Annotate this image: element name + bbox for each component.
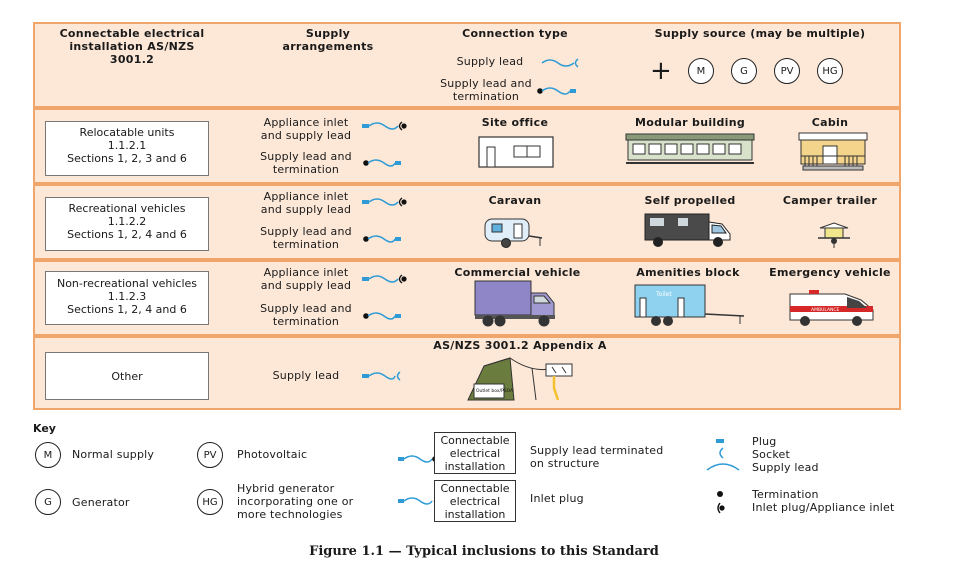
key-installation-box-2: Connectable electrical installation	[434, 480, 516, 522]
ambulance-marking: AMBULANCE	[811, 307, 840, 313]
site-office-icon	[478, 136, 554, 168]
key-termination: Termination	[752, 488, 819, 501]
category-other: Other	[45, 352, 209, 400]
col-header-installation: Connectable electrical installation AS/N…	[48, 27, 216, 66]
arr-recreational-lead: Supply lead and termination	[260, 225, 352, 251]
key-normal-supply: Normal supply	[72, 448, 155, 461]
label-commercial-vehicle: Commercial vehicle	[454, 266, 581, 279]
header-panel	[33, 22, 901, 108]
col-header-connection: Connection type	[462, 27, 568, 40]
arr-nonrecreational-lead: Supply lead and termination	[260, 302, 352, 328]
key-title: Key	[33, 422, 56, 435]
row-relocatable	[33, 108, 901, 184]
key-lead-terminated-symbol	[398, 455, 438, 463]
conn-supply-lead-termination-label: Supply lead and termination	[440, 77, 532, 103]
lead-termination-symbol-row2	[363, 235, 401, 243]
lead-termination-symbol-row1	[363, 159, 401, 167]
source-g: G	[731, 58, 757, 84]
key-pv-symbol: PV	[197, 442, 223, 468]
key-socket: Socket	[752, 448, 791, 461]
inlet-symbol-row3	[362, 274, 407, 284]
lead-termination-symbol-row3	[363, 312, 401, 320]
tent-outlet-icon: Outlet box/PSOA	[467, 357, 573, 401]
arr-recreational-inlet: Appliance inlet and supply lead	[260, 190, 352, 216]
commercial-vehicle-icon	[474, 280, 555, 327]
key-supply-lead-symbol	[706, 463, 740, 471]
source-m: M	[688, 58, 714, 84]
col-header-supply-text: Supply arrangements	[282, 27, 374, 53]
key-photovoltaic: Photovoltaic	[237, 448, 308, 461]
inlet-symbol-row2	[362, 197, 407, 207]
outlet-box-label: Outlet box/PSOA	[476, 388, 514, 394]
label-modular-building: Modular building	[634, 116, 746, 129]
source-hg: HG	[817, 58, 843, 84]
supply-lead-termination-symbol	[537, 87, 576, 95]
key-plug: Plug	[752, 435, 777, 448]
key-plug-symbol	[716, 439, 724, 443]
key-generator: Generator	[72, 496, 130, 509]
category-relocatable: Relocatable units 1.1.2.1 Sections 1, 2,…	[45, 121, 209, 176]
key-m-symbol: M	[35, 442, 61, 468]
key-installation-box-1: Connectable electrical installation	[434, 432, 516, 474]
label-caravan: Caravan	[488, 194, 542, 207]
key-supply-lead-terminated: Supply lead terminated on structure	[530, 444, 664, 470]
inlet-symbol-row1	[362, 121, 407, 131]
col-header-source: Supply source (may be multiple)	[654, 27, 866, 40]
row-nonrecreational	[33, 260, 901, 336]
key-hg-symbol: HG	[197, 489, 223, 515]
key-termination-symbol	[717, 491, 723, 497]
plus-sign: +	[650, 56, 672, 86]
category-recreational: Recreational vehicles 1.1.2.2 Sections 1…	[45, 197, 209, 251]
source-pv: PV	[774, 58, 800, 84]
key-inlet-plug: Inlet plug	[530, 492, 584, 505]
arr-nonrecreational-inlet: Appliance inlet and supply lead	[260, 266, 352, 292]
key-socket-symbol	[719, 447, 724, 459]
modular-building-icon	[625, 133, 755, 164]
row-other	[33, 336, 901, 410]
camper-trailer-icon	[818, 222, 850, 248]
conn-supply-lead-label: Supply lead	[456, 55, 524, 68]
amenities-block-icon: Toilet	[634, 284, 745, 326]
category-nonrecreational: Non-recreational vehicles 1.1.2.3 Sectio…	[45, 271, 209, 325]
supply-lead-symbol-other	[362, 371, 401, 381]
arr-other-lead: Supply lead	[272, 369, 340, 382]
key-inlet-appliance: Inlet plug/Appliance inlet	[752, 501, 895, 514]
label-camper-trailer: Camper trailer	[782, 194, 878, 207]
key-inlet-appliance-symbol	[717, 502, 725, 514]
self-propelled-icon	[644, 213, 731, 247]
key-supply-lead: Supply lead	[752, 461, 819, 474]
supply-lead-symbol	[541, 58, 579, 68]
emergency-vehicle-icon: AMBULANCE	[789, 290, 874, 326]
col-header-supply: Supply arrangements	[270, 27, 386, 53]
label-self-propelled: Self propelled	[644, 194, 736, 207]
label-appendix-a: AS/NZS 3001.2 Appendix A	[433, 339, 607, 352]
key-hybrid-generator: Hybrid generator incorporating one or mo…	[237, 482, 354, 521]
label-cabin: Cabin	[811, 116, 849, 129]
figure-caption: Figure 1.1 — Typical inclusions to this …	[309, 544, 659, 559]
cabin-icon	[798, 132, 868, 171]
key-g-symbol: G	[35, 489, 61, 515]
col-header-installation-text: Connectable electrical installation AS/N…	[59, 27, 205, 66]
label-site-office: Site office	[481, 116, 549, 129]
arr-relocatable-inlet: Appliance inlet and supply lead	[260, 116, 352, 142]
arr-relocatable-lead: Supply lead and termination	[260, 150, 352, 176]
toilet-sign: Toilet	[655, 291, 672, 298]
caravan-icon	[484, 218, 543, 248]
label-amenities-block: Amenities block	[636, 266, 740, 279]
row-recreational	[33, 184, 901, 260]
label-emergency-vehicle: Emergency vehicle	[769, 266, 891, 279]
